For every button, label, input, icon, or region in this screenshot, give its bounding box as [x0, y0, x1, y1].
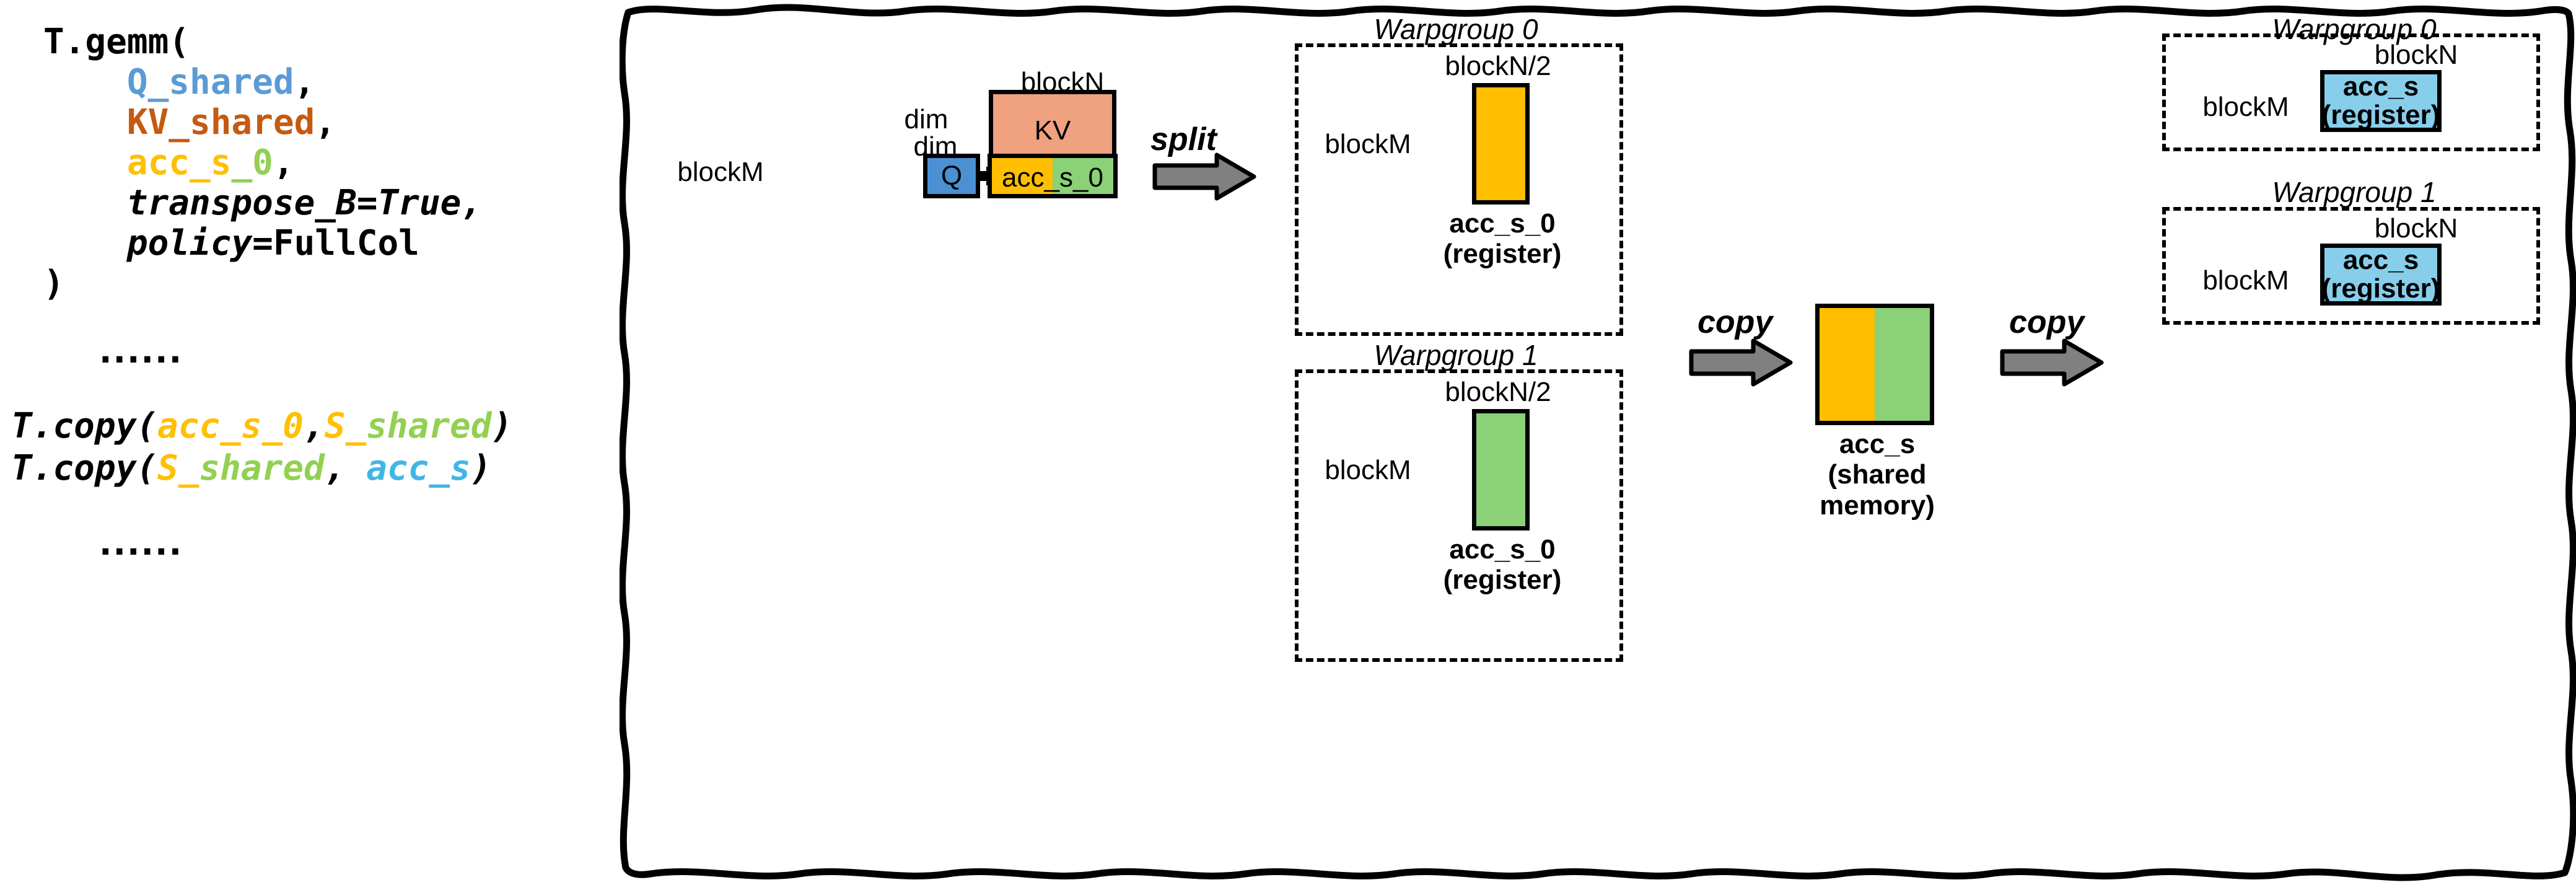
code-token-acc-s: acc_s [126, 143, 232, 183]
copy-arrow-1-icon [1689, 338, 1793, 387]
code-token-kv-shared: KV_shared [126, 102, 315, 143]
code-token-acc-s-0-arg: acc_s_0 [157, 406, 304, 446]
block-acc-s-0-wg1 [1472, 409, 1530, 531]
ellipsis-top: ...... [99, 332, 183, 371]
code-token-acc-s-dest: acc_s [366, 448, 471, 488]
text-acc-s-0-name-wg0: acc_s_0 [1449, 208, 1556, 239]
label-blockM-wg1-right: blockM [2202, 265, 2289, 296]
split-arrow-icon [1152, 152, 1256, 201]
warpgroup-1-right-container [2162, 207, 2540, 325]
op-label-copy-2: copy [2009, 304, 2085, 340]
text-acc-s-shared-line2: (shared [1828, 459, 1927, 490]
label-blockN-wg1-right: blockN [2374, 213, 2458, 244]
copy-arrow-2-icon [2000, 338, 2104, 387]
ellipsis-bottom: ...... [99, 524, 183, 563]
code-panel: T.gemm( Q_shared, KV_shared, acc_s_0, tr… [0, 0, 626, 885]
label-acc-s-0-wg0: acc_s_0(register) [1425, 208, 1580, 270]
code-token-shared-2: shared [199, 448, 325, 488]
code-token-s-prefix-2: S_ [157, 448, 199, 488]
text-acc-s-kind-wg1r: (register) [2321, 273, 2440, 304]
text-acc-s-shared-name: acc_s [1839, 429, 1916, 459]
text-acc-s-0-name-wg1: acc_s_0 [1449, 534, 1556, 565]
text-acc-s-0-kind-wg0: (register) [1443, 239, 1562, 270]
block-acc-s-shared [1815, 304, 1934, 425]
q-to-acc-arrow-icon [978, 166, 996, 186]
block-acc-s-0-half-amber [992, 158, 1053, 194]
warpgroup-0-mid-container [1295, 43, 1623, 336]
label-acc-s-0-inline: acc_s_0 [1002, 162, 1103, 193]
label-warpgroup-1-right: Warpgroup 1 [2272, 176, 2437, 208]
label-dim-kv: dim [904, 104, 948, 134]
block-acc-s-0-half-green [1053, 158, 1113, 194]
text-acc-s-shared-line3: memory) [1820, 490, 1935, 521]
label-blockM-wg0-right: blockM [2202, 92, 2289, 122]
label-blockM-wg0: blockM [1325, 129, 1411, 159]
code-line-policy: policy=FullCol [43, 223, 419, 263]
block-q: Q [923, 154, 980, 198]
label-warpgroup-0-right: Warpgroup 0 [2272, 13, 2437, 45]
block-acc-s-0-split [988, 154, 1118, 198]
code-line-kv-shared: KV_shared, [126, 102, 336, 143]
code-line-transpose-b: transpose_B=True, [43, 183, 483, 223]
code-token-zero: _0 [231, 143, 273, 183]
block-acc-s-0-wg0 [1472, 83, 1530, 205]
op-label-split: split [1150, 121, 1217, 157]
code-line-copy-2: T.copy(S_shared, acc_s) [11, 448, 492, 488]
code-line-acc-s-0: acc_s_0, [126, 143, 294, 183]
code-token-shared-1: shared [366, 406, 492, 446]
block-acc-s-shared-half-amber [1820, 308, 1875, 421]
label-blockN-half-wg1: blockN/2 [1445, 377, 1551, 407]
code-token-q-shared: Q_shared [126, 62, 294, 102]
text-acc-s-kind-wg0r: (register) [2321, 100, 2440, 130]
label-acc-s-register-wg0: acc_s(register) [2321, 71, 2440, 130]
block-acc-s-shared-half-green [1875, 308, 1930, 421]
code-token-s-prefix-1: S_ [324, 406, 367, 446]
warpgroup-0-right-container [2162, 33, 2540, 151]
label-warpgroup-0-mid: Warpgroup 0 [1373, 13, 1538, 45]
label-warpgroup-1-mid: Warpgroup 1 [1373, 339, 1538, 371]
label-acc-s-0-wg1: acc_s_0(register) [1425, 534, 1580, 596]
label-blockN-half-wg0: blockN/2 [1445, 51, 1551, 81]
label-acc-s-register-wg1: acc_s(register) [2321, 244, 2440, 304]
code-line-gemm-close: ) [43, 263, 64, 304]
op-label-copy-1: copy [1698, 304, 1773, 340]
label-blockM-left: blockM [677, 157, 764, 187]
code-line-copy-1: T.copy(acc_s_0,S_shared) [11, 406, 513, 446]
wavy-border [620, 4, 2576, 881]
label-blockM-wg1: blockM [1325, 455, 1411, 485]
code-line-gemm-open: T.gemm( [43, 22, 190, 62]
label-blockN-wg0-right: blockN [2374, 40, 2458, 70]
text-acc-s-name-wg0r: acc_s [2342, 71, 2419, 102]
text-acc-s-0-kind-wg1: (register) [1443, 565, 1562, 596]
text-acc-s-name-wg1r: acc_s [2342, 244, 2419, 275]
diagram-panel [620, 0, 2576, 885]
warpgroup-1-mid-container [1295, 369, 1623, 662]
code-line-q-shared: Q_shared, [126, 62, 315, 102]
block-acc-s-register-wg1: acc_s(register) [2320, 244, 2442, 306]
block-acc-s-register-wg0: acc_s(register) [2320, 70, 2442, 132]
